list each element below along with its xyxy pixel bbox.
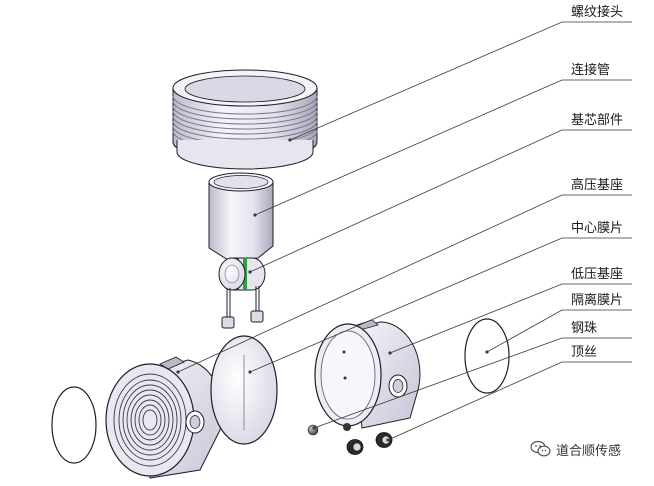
label-steel-ball: 钢珠 bbox=[571, 321, 598, 336]
label-low-pressure-base: 低压基座 bbox=[571, 267, 624, 282]
screw-joint-part bbox=[172, 69, 318, 170]
low-pressure-base-part bbox=[314, 319, 421, 431]
isolation-diaphragm-part bbox=[464, 318, 510, 394]
label-screw-joint: 螺纹接头 bbox=[571, 5, 624, 20]
core-part bbox=[218, 257, 266, 329]
wechat-icon bbox=[530, 440, 551, 457]
leader-lines bbox=[177, 21, 632, 441]
watermark-text: 道合顺传感 bbox=[556, 444, 622, 459]
label-center-diaphragm: 中心膜片 bbox=[571, 221, 624, 236]
label-high-pressure-base: 高压基座 bbox=[571, 178, 624, 193]
label-connecting-tube: 连接管 bbox=[571, 63, 611, 78]
label-isolation-diaphragm: 隔离膜片 bbox=[571, 293, 624, 308]
label-core-part: 基芯部件 bbox=[571, 113, 624, 128]
connecting-tube-part bbox=[208, 172, 274, 261]
label-set-screw: 顶丝 bbox=[571, 345, 598, 360]
high-pressure-base-part bbox=[105, 356, 224, 479]
steel-ball-part bbox=[307, 424, 319, 436]
left-isolation-diaphragm bbox=[51, 386, 97, 464]
center-diaphragm-part bbox=[210, 335, 278, 445]
set-screw-part bbox=[346, 432, 393, 455]
